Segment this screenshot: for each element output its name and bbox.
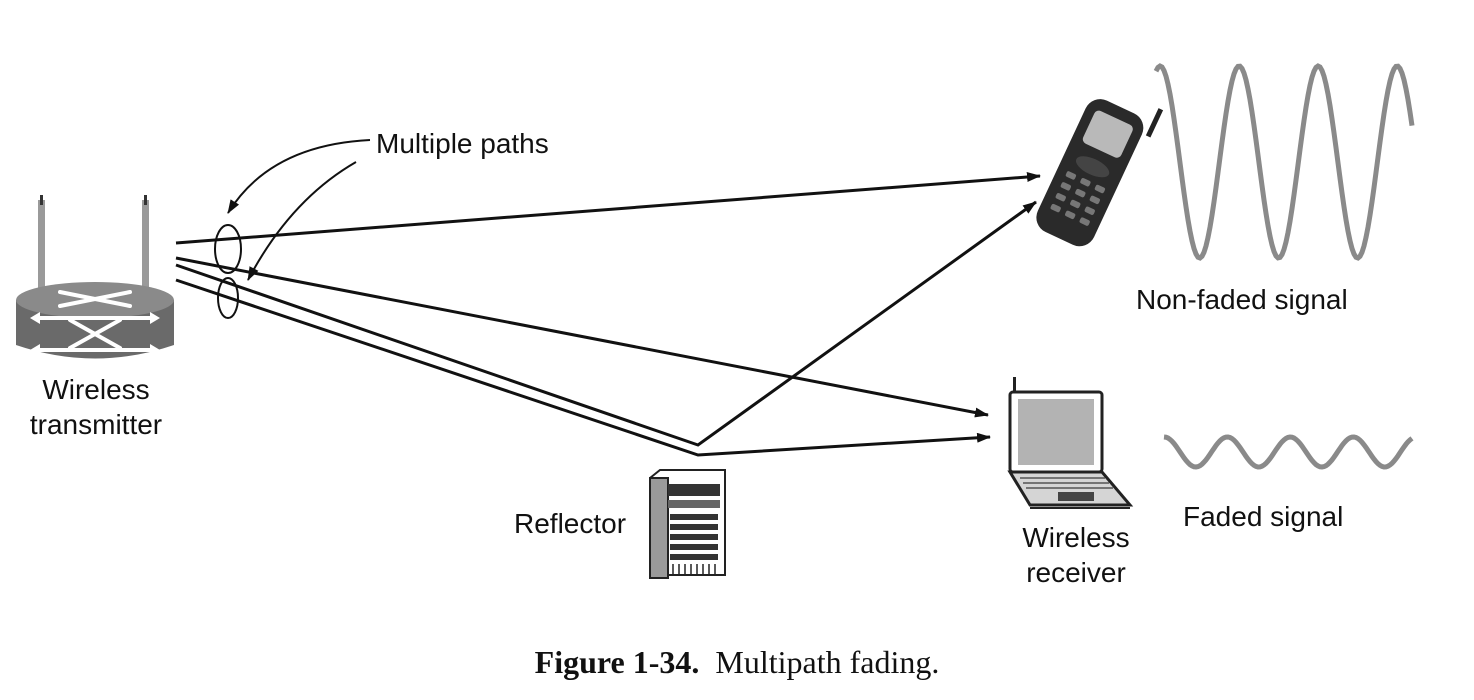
transmitter-label-line2: transmitter	[29, 409, 163, 440]
direct-path-to-laptop	[175, 256, 989, 418]
server-icon	[649, 469, 726, 579]
cell-phone-icon	[1036, 99, 1164, 247]
multiple-paths-pointers	[227, 139, 371, 281]
laptop-icon	[1007, 377, 1134, 509]
receiver-label-line2: receiver	[1026, 557, 1126, 588]
path-group-marker-lower	[217, 277, 239, 319]
non-faded-signal-label: Non-faded signal	[1136, 284, 1348, 315]
path-group-marker-upper	[214, 224, 242, 274]
transmitter-label-line1: Wireless	[42, 374, 150, 405]
non-faded-signal-wave	[1153, 63, 1415, 261]
figure-caption: Figure 1-34. Multipath fading.	[0, 644, 1474, 681]
reflector-label: Reflector	[514, 508, 627, 539]
receiver-label-line1: Wireless	[1022, 522, 1130, 553]
reflected-path-a	[175, 200, 1037, 447]
multiple-paths-label: Multiple paths	[376, 128, 549, 159]
reflected-path-b	[175, 278, 991, 457]
router-icon	[16, 195, 174, 359]
signal-paths	[175, 172, 1041, 457]
figure-title: Multipath fading.	[715, 644, 940, 680]
faded-signal-label: Faded signal	[1183, 501, 1344, 532]
figure-number: Figure 1-34.	[534, 644, 700, 680]
direct-path-to-phone	[175, 172, 1041, 245]
faded-signal-wave	[1163, 434, 1414, 470]
